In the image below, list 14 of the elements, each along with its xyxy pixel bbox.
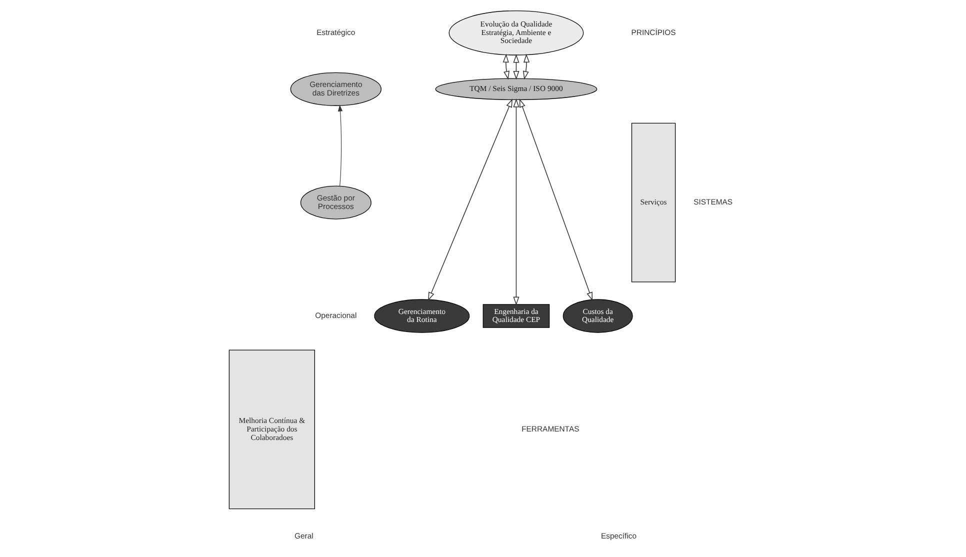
arrow xyxy=(428,98,512,301)
node-ellipse: Evolução da Qualidade Estratégia, Ambiente e Sociedade xyxy=(448,10,584,56)
node-box: Melhoria Contínua & Participação dos Colaboradoes xyxy=(228,350,315,510)
arrow xyxy=(513,54,520,80)
arrow xyxy=(513,98,520,306)
arrow xyxy=(522,54,530,80)
arrow xyxy=(502,54,510,80)
node-box: Serviços xyxy=(631,122,676,282)
node-box: Engenharia da Qualidade CEP xyxy=(482,304,550,328)
node-ellipse: TQM / Seis Sigma / ISO 9000 xyxy=(435,78,598,100)
arrow xyxy=(338,104,343,187)
node-ellipse: Custos da Qualidade xyxy=(562,299,633,333)
arrow xyxy=(519,98,593,301)
node-ellipse: Gerenciamento da Rotina xyxy=(374,299,470,333)
